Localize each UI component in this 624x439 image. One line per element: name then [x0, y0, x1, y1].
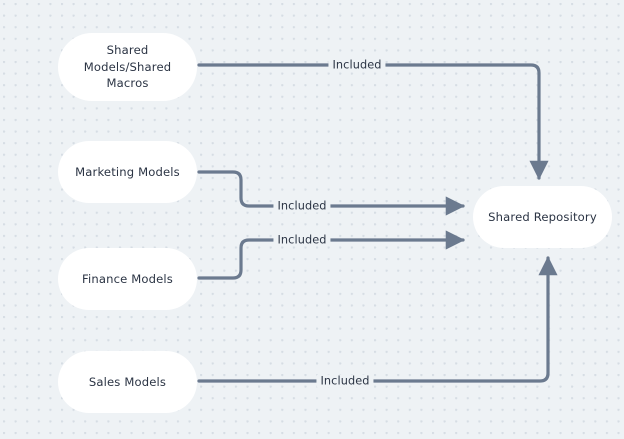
edge-label-marketing-models: Included — [273, 199, 331, 213]
edge-label-shared-models: Included — [328, 58, 386, 72]
node-finance-models[interactable]: Finance Models — [58, 248, 197, 310]
node-label-finance-models: Finance Models — [82, 271, 173, 286]
node-label-shared-models: Shared Models/Shared Macros — [83, 43, 172, 91]
edge-path-marketing-models — [197, 170, 465, 216]
edge-path-sales-models — [197, 256, 558, 383]
edge-path-shared-models — [197, 63, 549, 180]
node-sales-models[interactable]: Sales Models — [58, 351, 197, 413]
edge-label-finance-models: Included — [273, 233, 331, 247]
node-label-sales-models: Sales Models — [88, 374, 167, 389]
node-label-marketing-models: Marketing Models — [75, 164, 180, 179]
edge-path-finance-models — [197, 230, 465, 280]
node-shared-models[interactable]: Shared Models/Shared Macros — [58, 33, 197, 101]
node-shared-repository[interactable]: Shared Repository — [473, 186, 612, 248]
node-marketing-models[interactable]: Marketing Models — [58, 141, 197, 203]
edge-label-sales-models: Included — [316, 374, 374, 388]
node-label-shared-repository: Shared Repository — [488, 209, 597, 224]
